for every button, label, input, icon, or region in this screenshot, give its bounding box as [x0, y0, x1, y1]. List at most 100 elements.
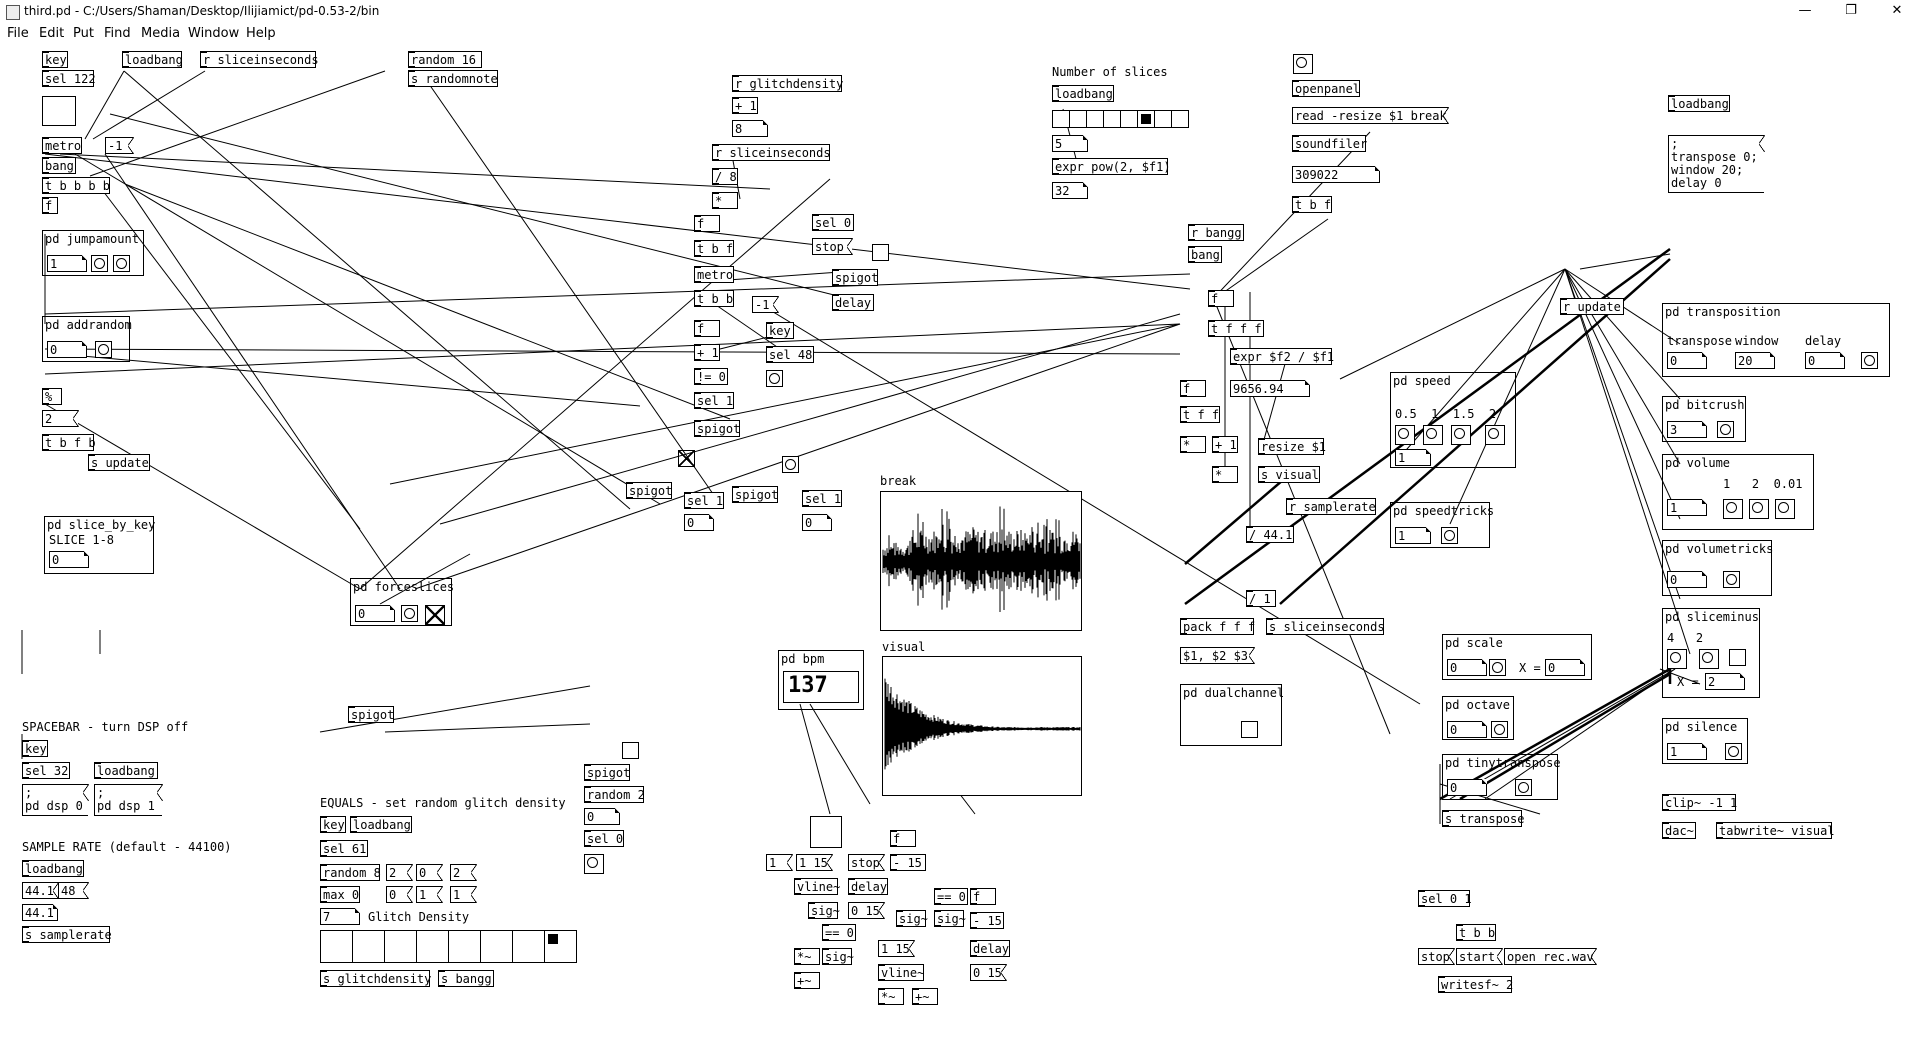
loadbang-object-4[interactable]: loadbang [94, 762, 158, 779]
speedtricks-subpatch[interactable]: pd speedtricks 1 [1390, 502, 1494, 548]
float-object-7[interactable]: f [970, 888, 996, 905]
sliceminus-subpatch[interactable]: pd sliceminus 4 2 X = 2 [1662, 608, 1760, 698]
read-resize-message[interactable]: read -resize $1 break [1292, 107, 1449, 124]
key-object[interactable]: key [42, 51, 68, 68]
jumpamount-bang-2[interactable] [113, 255, 130, 272]
range-message-0c[interactable]: 1 [416, 886, 443, 903]
bpm-number[interactable]: 137 [783, 671, 859, 703]
key-object-4[interactable]: key [320, 816, 346, 833]
soundfiler-number[interactable]: 309022 [1292, 166, 1380, 183]
glitch-radio-cell[interactable] [384, 930, 417, 963]
sel-61-object[interactable]: sel 61 [320, 840, 368, 857]
multiply-sig-object-2[interactable]: *~ [878, 988, 904, 1005]
tinytranspose-subpatch[interactable]: pd tinytranspose 0 [1442, 754, 1561, 800]
slices-radio-cell[interactable] [1086, 110, 1104, 128]
range-message-0[interactable]: 0 [416, 864, 443, 881]
modulo-object[interactable]: % [42, 388, 62, 405]
sel-1-number[interactable]: 0 [684, 514, 714, 531]
glitch-radio-cell[interactable] [352, 930, 385, 963]
sliceminus-4-bang[interactable] [1667, 649, 1687, 669]
range-message-1[interactable]: 1 [450, 886, 477, 903]
s-glitchdensity-object[interactable]: s glitchdensity [320, 970, 431, 987]
plus-one-object[interactable]: + 1 [732, 97, 758, 114]
volume-subpatch[interactable]: pd volume 1 2 0.01 1 [1662, 454, 1814, 530]
glitch-density-radio[interactable] [320, 930, 577, 963]
speed-1-bang[interactable] [1423, 425, 1443, 445]
sel-0-object-2[interactable]: sel 0 [584, 830, 624, 847]
forceslices-toggle[interactable] [425, 605, 445, 625]
delay-object-3[interactable]: delay [970, 940, 1010, 957]
delay-object-2[interactable]: delay [848, 878, 888, 895]
multiply-object-2[interactable]: * [1180, 436, 1206, 453]
sel-0-bang[interactable] [584, 854, 604, 874]
random-16-object[interactable]: random 16 [408, 51, 482, 68]
loadbang-object[interactable]: loadbang [122, 51, 183, 68]
forceslices-bang[interactable] [401, 605, 418, 622]
s-randomnote-object[interactable]: s randomnote [408, 70, 498, 87]
slices-radio-cell[interactable] [1154, 110, 1172, 128]
maximize-button[interactable]: ❐ [1845, 3, 1857, 18]
speedtricks-number[interactable]: 1 [1395, 527, 1431, 544]
trigger-bf-object-2[interactable]: t b f [1292, 196, 1332, 213]
menu-media[interactable]: Media [141, 26, 181, 41]
sr-48-message[interactable]: 48 [58, 882, 89, 899]
sig-bang-box[interactable] [810, 816, 842, 848]
close-button[interactable]: ✕ [1891, 3, 1903, 18]
r-sliceinseconds-object[interactable]: r sliceinseconds [200, 51, 319, 68]
spigot-object-3[interactable]: spigot [626, 482, 672, 499]
menu-edit[interactable]: Edit [39, 26, 65, 41]
sel-122-object[interactable]: sel 122 [42, 70, 96, 87]
jumpamount-number[interactable]: 1 [47, 255, 87, 272]
speed-15-bang[interactable] [1451, 425, 1471, 445]
not-equal-zero-object[interactable]: != 0 [694, 368, 728, 385]
pack-output-message[interactable]: $1, $2 $3 [1180, 647, 1255, 664]
octave-subpatch[interactable]: pd octave 0 [1442, 696, 1514, 740]
equals-zero-object[interactable]: == 0 [822, 924, 856, 941]
multiply-sig-object[interactable]: *~ [794, 948, 820, 965]
eight-number[interactable]: 8 [732, 120, 768, 137]
s-visual-object[interactable]: s visual [1258, 466, 1320, 483]
menu-help[interactable]: Help [246, 26, 276, 41]
zero-fifteen-message-2[interactable]: 0 15 [970, 964, 1007, 981]
divide-44-object[interactable]: / 44.1 [1246, 526, 1294, 543]
plus-one-object-2[interactable]: + 1 [694, 344, 720, 361]
dsp-off-message[interactable]: ; pd dsp 0 [22, 784, 89, 816]
sliceminus-toggle[interactable] [1729, 649, 1746, 666]
key-object-3[interactable]: key [22, 740, 48, 757]
s-samplerate-object[interactable]: s samplerate [22, 926, 112, 943]
trigger-bbbb-object[interactable]: t b b b b [42, 177, 110, 194]
trigger-bf-object[interactable]: t b f [694, 240, 734, 257]
two-message[interactable]: 2 [42, 410, 79, 427]
jumpamount-bang[interactable] [91, 255, 108, 272]
sr-number[interactable]: 44.1 [22, 904, 58, 921]
speed-subpatch[interactable]: pd speed 0.5 1 1.5 2 1 [1390, 372, 1516, 468]
volume-1-bang[interactable] [1723, 499, 1743, 519]
spigot-object-4[interactable]: spigot [732, 486, 778, 503]
sel-0-1-object[interactable]: sel 0 1 [1418, 890, 1472, 907]
spigot-object-6[interactable]: spigot [584, 764, 630, 781]
loadbang-object-6[interactable]: loadbang [350, 816, 412, 833]
r-update-object[interactable]: r update [1560, 298, 1624, 315]
stop-message-3[interactable]: stop [848, 854, 885, 871]
range-message-2b[interactable]: 2 [450, 864, 477, 881]
bitcrush-subpatch[interactable]: pd bitcrush 3 [1662, 396, 1746, 442]
soundfiler-object[interactable]: soundfiler [1292, 135, 1367, 152]
divide-1-object[interactable]: / 1 [1246, 590, 1276, 607]
plus-sig-object[interactable]: +~ [794, 972, 820, 989]
transposition-subpatch[interactable]: pd transposition transpose window delay … [1662, 303, 1890, 377]
float-object-4[interactable]: f [1208, 290, 1234, 307]
slices-number[interactable]: 5 [1052, 135, 1088, 152]
float-object-6[interactable]: f [890, 830, 916, 847]
bitcrush-bang[interactable] [1717, 421, 1734, 438]
stop-message[interactable]: stop [812, 238, 853, 255]
sel-1-number-2[interactable]: 0 [802, 514, 832, 531]
equals-zero-object-2[interactable]: == 0 [934, 888, 968, 905]
s-update-object[interactable]: s update [88, 454, 150, 471]
addrandom-number[interactable]: 0 [47, 341, 87, 358]
glitch-number[interactable]: 7 [320, 908, 360, 925]
volume-2-bang[interactable] [1749, 499, 1769, 519]
forceslices-subpatch[interactable]: pd forceslices 0 [350, 578, 454, 626]
patch-canvas[interactable]: key sel 122 loadbang r sliceinseconds ra… [0, 44, 1920, 1040]
volumetricks-subpatch[interactable]: pd volumetricks 0 [1662, 540, 1773, 596]
glitch-radio-cell[interactable] [320, 930, 353, 963]
